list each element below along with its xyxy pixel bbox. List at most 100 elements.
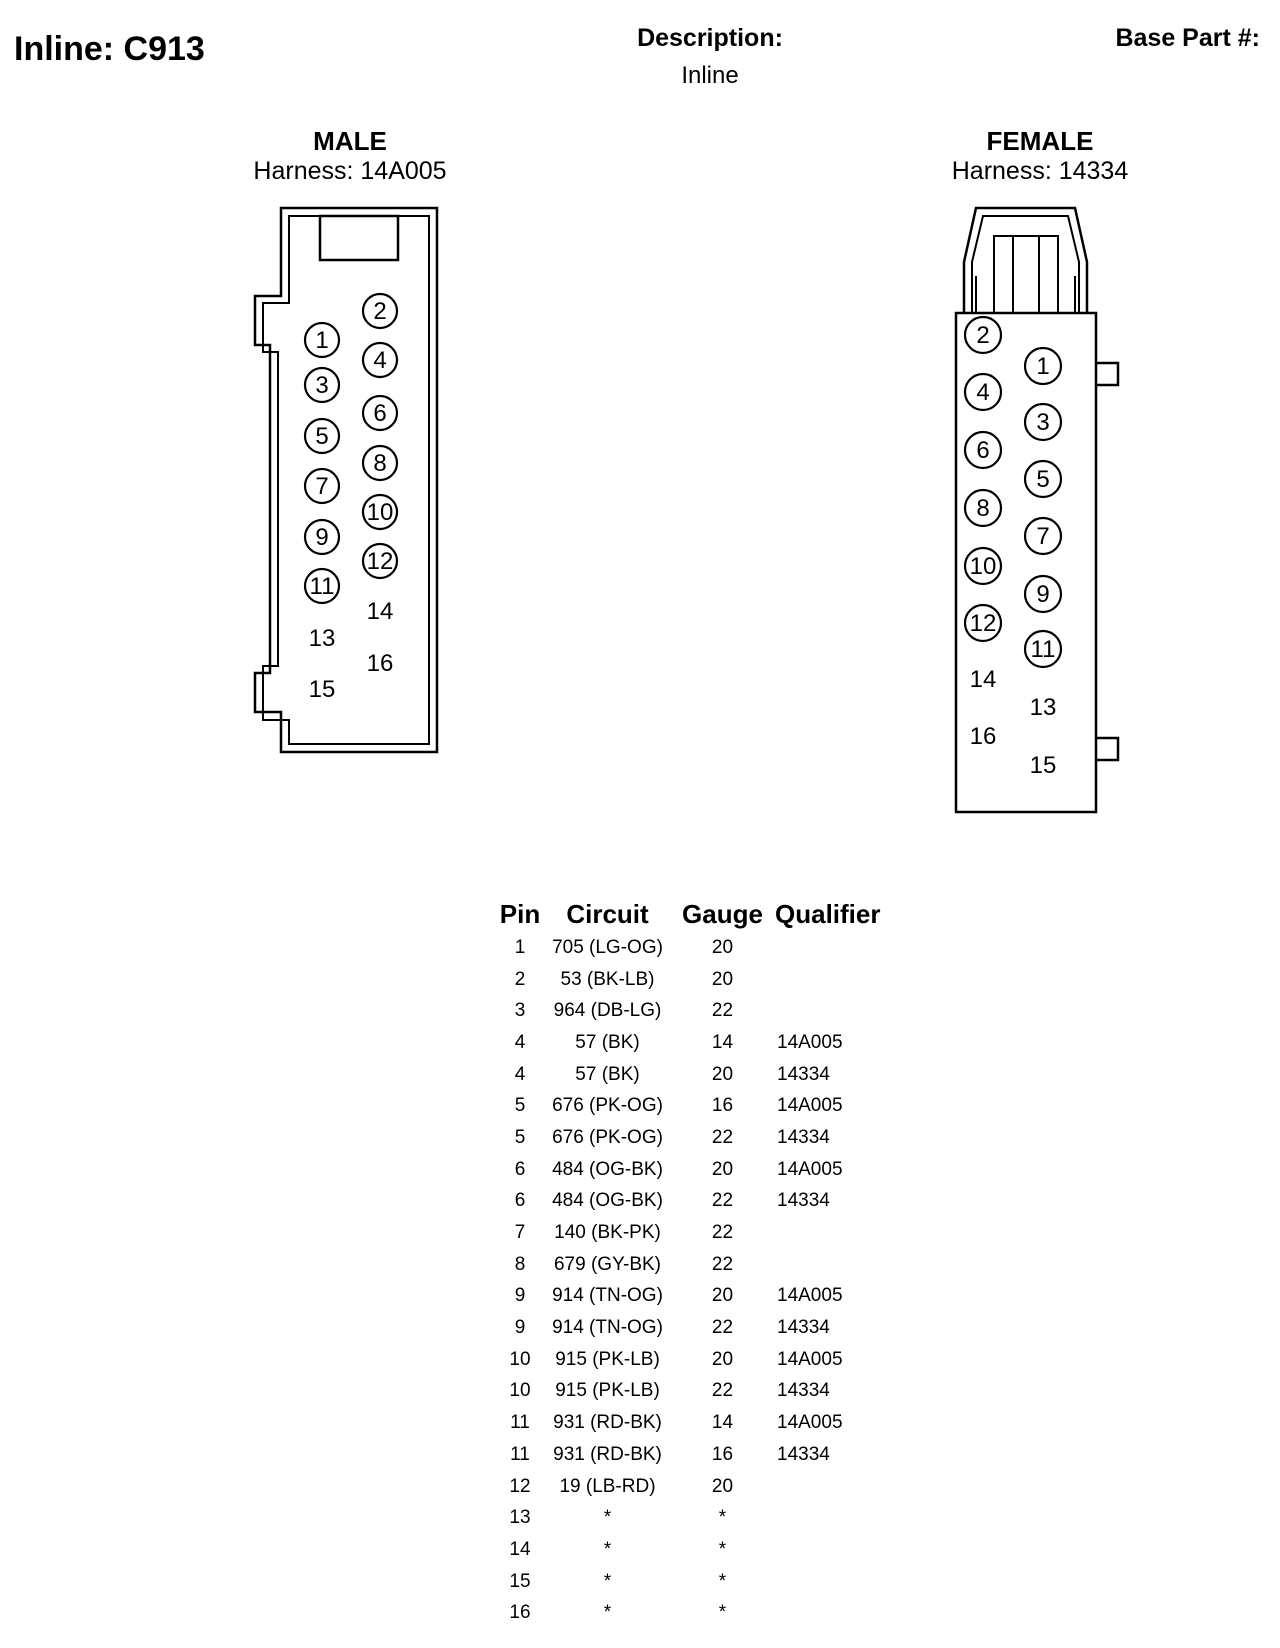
pin-cell: 14 (509, 1538, 531, 1560)
qualifier-cell: 14A005 (777, 1348, 843, 1370)
female-pin-11: 11 (1023, 629, 1063, 669)
gauge-cell: 20 (711, 1348, 734, 1370)
circuit-column-header: Circuit (566, 898, 649, 929)
gauge-cell: 22 (711, 1190, 734, 1212)
female-pin-6: 6 (963, 430, 1003, 470)
circuit-cell: * (603, 1538, 612, 1560)
table-row: 13** (495, 1502, 897, 1534)
qualifier-cell: 14334 (777, 1380, 830, 1402)
pin-cell: 2 (514, 968, 526, 990)
pin-number-label: 9 (315, 524, 328, 551)
table-row: 7 140 (BK-PK) 22 (495, 1217, 897, 1249)
pin-circle (303, 518, 341, 556)
female-connector-outline (954, 206, 1120, 814)
pin-circle (361, 292, 399, 330)
gauge-cell: * (718, 1602, 727, 1624)
female-pin-15: 15 (1030, 752, 1057, 779)
female-pin-2: 2 (963, 315, 1003, 355)
pin-cell: 3 (514, 1000, 526, 1022)
pin-cell: 4 (514, 1031, 526, 1053)
description-value: Inline (681, 62, 739, 89)
pin-circle (1023, 574, 1063, 614)
pin-number-label: 16 (367, 650, 394, 677)
male-pin-3: 3 (303, 366, 341, 404)
pin-cell: 9 (514, 1317, 526, 1339)
gauge-cell: 22 (711, 1317, 734, 1339)
circuit-cell: 57 (BK) (575, 1031, 640, 1053)
pin-circle (1023, 629, 1063, 669)
pin-circle (303, 321, 341, 359)
pin-circle (303, 417, 341, 455)
female-pin-8: 8 (963, 488, 1003, 528)
pin-column-header: Pin (499, 898, 541, 929)
circuit-cell: 484 (OG-BK) (552, 1158, 663, 1180)
pin-number-label: 6 (373, 400, 386, 427)
pin-number-label: 3 (1036, 409, 1049, 436)
pin-circle (1023, 402, 1063, 442)
pin-cell: 13 (509, 1507, 531, 1529)
pin-number-label: 7 (1036, 523, 1049, 550)
circuit-cell: 53 (BK-LB) (560, 968, 655, 990)
pin-circle (303, 366, 341, 404)
male-pin-14: 14 (367, 598, 394, 625)
circuit-cell: * (603, 1602, 612, 1624)
qualifier-cell (775, 1502, 897, 1534)
circuit-cell: 57 (BK) (575, 1063, 640, 1085)
pin-number-label: 6 (976, 437, 989, 464)
pin-circle (963, 603, 1003, 643)
male-pin-2: 2 (361, 292, 399, 330)
male-pin-1: 1 (303, 321, 341, 359)
pin-cell: 4 (514, 1063, 526, 1085)
female-gender-label: FEMALE (986, 126, 1094, 156)
pin-cell: 6 (514, 1158, 526, 1180)
pin-number-label: 10 (367, 499, 394, 526)
pin-cell: 11 (510, 1412, 530, 1434)
female-pin-9: 9 (1023, 574, 1063, 614)
circuit-cell: 931 (RD-BK) (553, 1412, 662, 1434)
circuit-cell: 914 (TN-OG) (552, 1317, 663, 1339)
circuit-cell: 914 (TN-OG) (552, 1285, 663, 1307)
qualifier-cell (775, 932, 897, 964)
pin-number-label: 12 (367, 548, 394, 575)
male-pin-8: 8 (361, 444, 399, 482)
circuit-cell: 140 (BK-PK) (554, 1222, 661, 1244)
pin-number-label: 1 (315, 327, 328, 354)
pin-number-label: 14 (970, 666, 997, 693)
female-pin-14: 14 (970, 666, 997, 693)
pin-cell: 7 (514, 1222, 526, 1244)
circuit-cell: 915 (PK-LB) (555, 1348, 660, 1370)
gauge-cell: 22 (711, 1126, 734, 1148)
qualifier-cell: 14A005 (777, 1412, 843, 1434)
qualifier-cell: 14334 (777, 1317, 830, 1339)
pin-number-label: 7 (315, 473, 328, 500)
pin-number-label: 2 (373, 298, 386, 325)
pin-number-label: 10 (970, 553, 997, 580)
gauge-cell: 16 (711, 1443, 734, 1465)
gauge-cell: 22 (711, 1222, 734, 1244)
gauge-cell: 22 (711, 1380, 734, 1402)
female-pin-10: 10 (963, 546, 1003, 586)
gauge-cell: 20 (711, 1285, 734, 1307)
qualifier-cell (775, 1249, 897, 1281)
male-pin-12: 12 (361, 542, 399, 580)
pin-circle (1023, 516, 1063, 556)
female-pin-1: 1 (1023, 346, 1063, 386)
gauge-cell: 20 (711, 1158, 734, 1180)
gauge-cell: * (718, 1538, 727, 1560)
gauge-cell: * (718, 1570, 727, 1592)
table-row: 14 * * (495, 1534, 897, 1566)
pin-circle (303, 467, 341, 505)
table-row: 16** (495, 1597, 897, 1629)
